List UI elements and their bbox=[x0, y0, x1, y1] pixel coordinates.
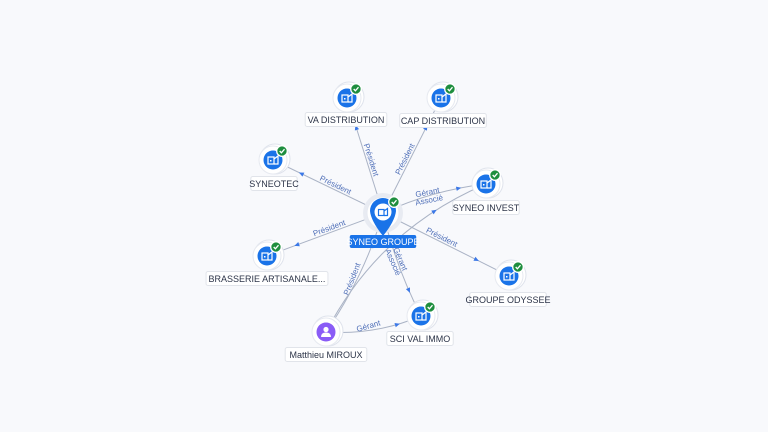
node-label-box bbox=[386, 331, 454, 346]
edge-label: Président bbox=[425, 226, 460, 250]
node-sci-val-immo[interactable]: SCI VAL IMMO bbox=[386, 299, 454, 346]
node-label: BRASSERIE ARTISANALE... bbox=[209, 274, 326, 284]
building-icon bbox=[415, 310, 427, 321]
edge-label: GérantAssocié bbox=[413, 185, 444, 207]
edge-label: Président bbox=[312, 218, 348, 238]
building-icon bbox=[503, 270, 515, 281]
edge-arrow bbox=[298, 172, 305, 177]
node-core bbox=[499, 266, 519, 286]
building-icon bbox=[480, 178, 492, 189]
edge-arrow bbox=[405, 287, 410, 293]
node-syneo-invest[interactable]: SYNEO INVEST bbox=[452, 167, 520, 215]
node-core bbox=[431, 88, 451, 108]
node-matthieu-miroux[interactable]: Matthieu MIROUX bbox=[284, 315, 368, 362]
node-syneotec[interactable]: SYNEOTEC bbox=[249, 143, 299, 191]
node-va-distribution[interactable]: VA DISTRIBUTION bbox=[304, 81, 388, 127]
building-icon bbox=[435, 92, 447, 103]
edge-arrow bbox=[455, 186, 462, 191]
check-badge-icon bbox=[270, 241, 282, 253]
node-label-box bbox=[284, 347, 368, 362]
node-core bbox=[257, 246, 277, 266]
building-icon bbox=[267, 154, 279, 165]
check-badge-icon bbox=[388, 196, 400, 208]
edge-label: Gérant bbox=[355, 318, 382, 334]
node-label: CAP DISTRIBUTION bbox=[401, 116, 485, 126]
node-label-box bbox=[205, 271, 329, 286]
node-label-box bbox=[349, 235, 417, 248]
node-label: SYNEO GROUPE bbox=[346, 237, 419, 247]
node-brasserie[interactable]: BRASSERIE ARTISANALE... bbox=[205, 239, 329, 286]
check-badge-icon bbox=[350, 83, 362, 95]
edge-label: Président bbox=[393, 141, 417, 176]
check-badge-icon bbox=[424, 301, 436, 313]
edge-arrow bbox=[294, 242, 300, 247]
node-label-box bbox=[250, 176, 298, 191]
nodes-layer: VA DISTRIBUTION CAP DISTRIBUTION SYNEOTEC S… bbox=[205, 81, 551, 362]
edge-label: Président bbox=[318, 174, 353, 197]
node-label: Matthieu MIROUX bbox=[289, 350, 362, 360]
check-badge-icon bbox=[444, 83, 456, 95]
check-badge-icon bbox=[276, 145, 288, 157]
building-icon bbox=[261, 250, 273, 261]
node-label: VA DISTRIBUTION bbox=[308, 115, 385, 125]
node-core bbox=[263, 150, 283, 170]
node-label-box bbox=[469, 292, 547, 307]
node-label-box bbox=[304, 112, 388, 127]
check-badge-icon bbox=[489, 169, 501, 181]
node-core bbox=[337, 88, 357, 108]
node-label: SYNEOTEC bbox=[249, 179, 299, 189]
edge-label: Président bbox=[362, 142, 381, 178]
node-label-box bbox=[452, 200, 520, 215]
person-icon bbox=[321, 326, 331, 337]
node-cap-distribution[interactable]: CAP DISTRIBUTION bbox=[399, 81, 487, 128]
node-label-box bbox=[399, 113, 487, 128]
node-core bbox=[411, 306, 431, 326]
node-label: SYNEO INVEST bbox=[453, 203, 520, 213]
check-badge-icon bbox=[512, 261, 524, 273]
building-icon bbox=[377, 207, 389, 217]
building-icon bbox=[341, 92, 353, 103]
node-syneo-groupe[interactable]: SYNEO GROUPE bbox=[346, 193, 420, 248]
pin-center bbox=[374, 203, 392, 221]
node-label: GROUPE ODYSSEE bbox=[465, 295, 550, 305]
edge-arrow bbox=[431, 209, 437, 215]
edge-arrow bbox=[394, 322, 400, 328]
node-groupe-odyssee[interactable]: GROUPE ODYSSEE bbox=[465, 259, 551, 307]
node-label: SCI VAL IMMO bbox=[390, 334, 451, 344]
node-core bbox=[476, 174, 496, 194]
edge-arrow bbox=[473, 256, 479, 261]
